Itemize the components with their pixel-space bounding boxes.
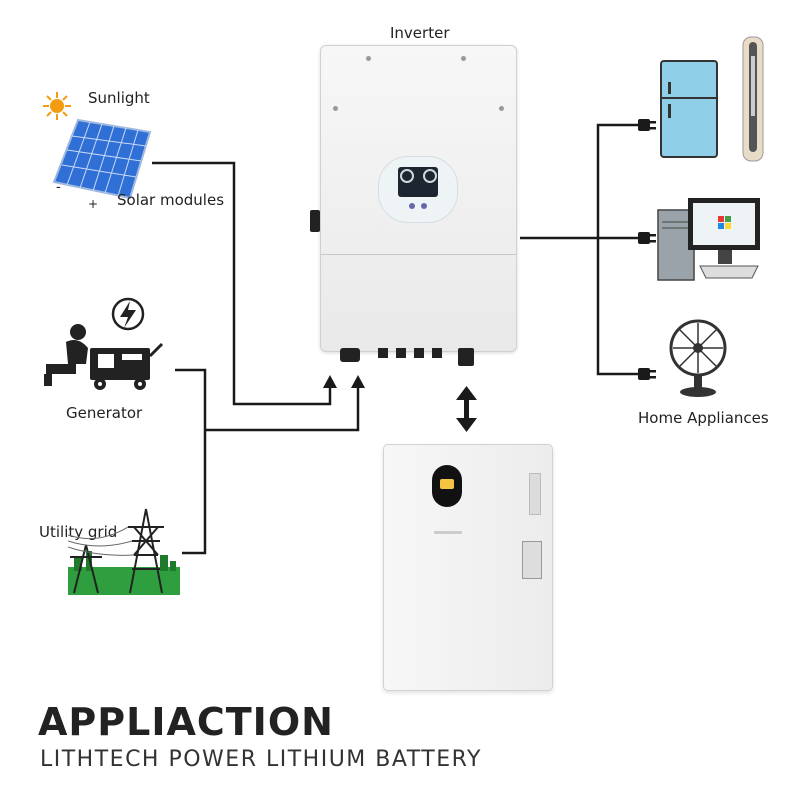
battery-display [432,465,462,507]
wire-lines [152,123,640,555]
lamp-icon [740,36,766,162]
footer-title: APPLIACTION [38,700,334,744]
solar-panel-icon [50,118,152,200]
inverter-switch [310,210,320,232]
arrow-head-solar [323,375,337,388]
battery-device [383,444,553,691]
utility-tower-icon [67,505,180,595]
inverter-device [320,45,517,352]
sunlight-label: Sunlight [88,89,150,107]
fridge-icon [660,60,718,160]
fan-icon [668,318,728,398]
double-arrow-icon [456,386,477,432]
solar-modules-label: Solar modules [117,191,225,209]
inverter-label: Inverter [390,24,450,42]
home-appliances-label: Home Appliances [638,409,769,427]
generator-label: Generator [66,404,143,422]
computer-icon [656,196,766,286]
solar-plus-sign: + [88,197,99,211]
footer-subtitle: LITHTECH POWER LITHIUM BATTERY [40,747,482,772]
utility-grid-label: Utility grid [39,523,118,541]
arrow-head-generator [351,375,365,388]
sun-icon [42,91,72,121]
plug-icon [638,119,656,380]
inverter-screen [378,156,458,223]
inverter-ports [340,348,490,366]
generator-icon [38,292,178,392]
solar-minus-sign: - [56,180,61,195]
